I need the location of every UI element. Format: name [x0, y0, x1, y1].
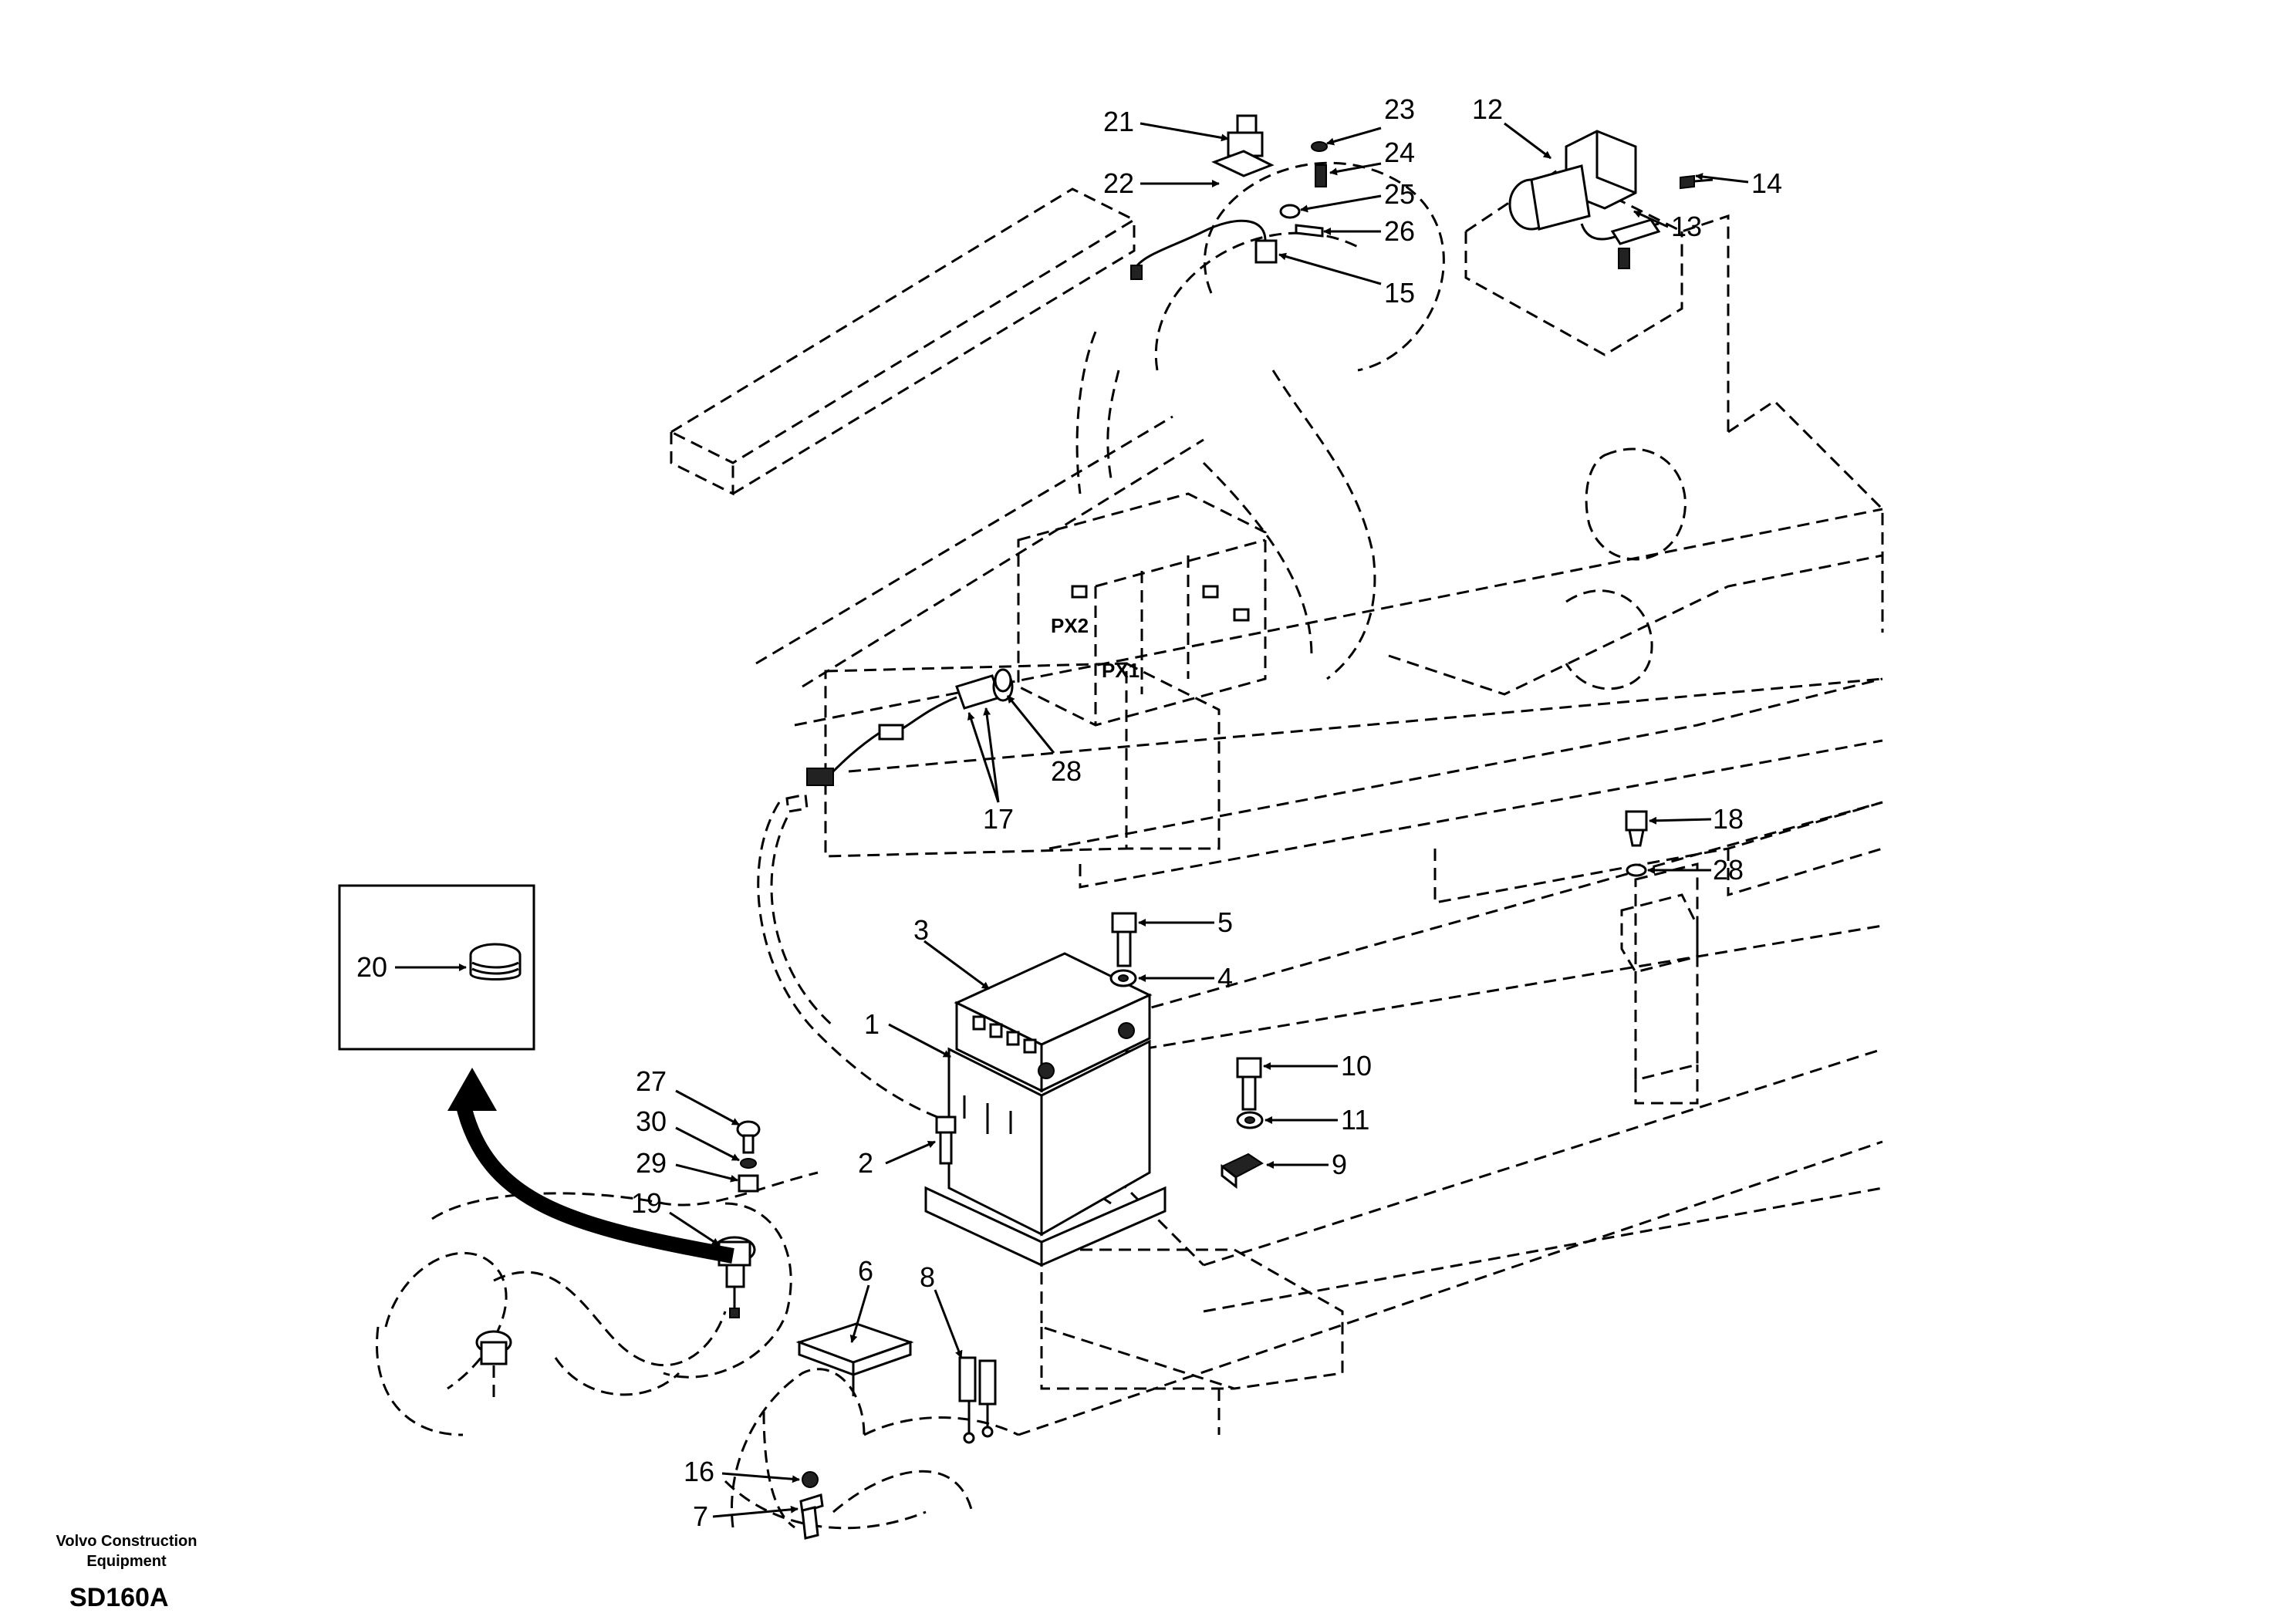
callout-26: 26 — [1384, 215, 1415, 247]
brand-line-1: Volvo Construction — [56, 1533, 198, 1550]
pressure-switch-21 — [1211, 114, 1275, 177]
washer-25 — [1279, 204, 1301, 219]
drawing-code: SD160A — [69, 1583, 169, 1612]
callout-12: 12 — [1472, 93, 1503, 125]
leader-lines — [395, 122, 1749, 1518]
bolt-2 — [935, 1115, 957, 1165]
bolt-10 — [1236, 1057, 1262, 1111]
callout-11: 11 — [1341, 1104, 1369, 1136]
callout-13: 13 — [1671, 211, 1702, 242]
nut-23 — [1311, 141, 1328, 152]
bolt-14 — [1680, 174, 1714, 190]
screw-24 — [1315, 164, 1327, 187]
callout-15: 15 — [1384, 277, 1415, 309]
callout-30: 30 — [636, 1105, 667, 1137]
washer-30 — [740, 1158, 757, 1169]
bolt-7 — [799, 1493, 824, 1540]
spacer-29 — [738, 1174, 759, 1193]
port-label-px2: PX2 — [1051, 614, 1089, 637]
callout-2: 2 — [858, 1147, 873, 1179]
detail-inset — [338, 884, 535, 1051]
screw-27 — [736, 1120, 761, 1154]
o-ring-28-right — [1626, 863, 1647, 877]
callout-10: 10 — [1341, 1050, 1372, 1082]
callout-14: 14 — [1751, 167, 1782, 199]
callout-19: 19 — [631, 1187, 662, 1219]
valve-bracket-right — [1620, 893, 1699, 974]
big-curved-arrow — [447, 1068, 734, 1264]
control-box-3 — [954, 952, 1153, 1093]
callout-29: 29 — [636, 1147, 667, 1179]
callout-20: 20 — [356, 951, 387, 983]
callout-labels: 21 22 23 24 25 26 15 12 13 14 17 28 18 2… — [356, 93, 1782, 1532]
callout-21: 21 — [1103, 106, 1134, 137]
switch-8 — [958, 1356, 997, 1444]
o-ring-28-top — [994, 668, 1012, 693]
connector-13 — [1610, 218, 1661, 269]
callout-16: 16 — [684, 1456, 714, 1487]
washer-11 — [1236, 1111, 1264, 1129]
callout-17: 17 — [983, 803, 1014, 835]
callout-4: 4 — [1217, 962, 1233, 994]
callout-7: 7 — [693, 1500, 708, 1532]
callout-8: 8 — [920, 1261, 935, 1293]
mounting-bracket-1 — [924, 1022, 1167, 1267]
nut-16 — [802, 1471, 819, 1488]
control-valve-block — [1017, 492, 1267, 727]
callout-6: 6 — [858, 1255, 873, 1287]
bolt-26 — [1295, 224, 1324, 238]
callout-1: 1 — [864, 1008, 880, 1040]
callout-28-right: 28 — [1713, 854, 1744, 886]
callout-3: 3 — [913, 914, 929, 946]
callout-27: 27 — [636, 1065, 667, 1097]
callout-24: 24 — [1384, 137, 1415, 168]
callout-9: 9 — [1332, 1149, 1347, 1180]
callout-28-top: 28 — [1051, 755, 1082, 787]
callout-18: 18 — [1713, 803, 1744, 835]
callout-23: 23 — [1384, 93, 1415, 125]
frame-outline — [668, 161, 1884, 1436]
washer-4 — [1109, 969, 1137, 987]
callout-22: 22 — [1103, 167, 1134, 199]
callout-25: 25 — [1384, 178, 1415, 210]
port-label-px1: PX1 — [1102, 659, 1140, 682]
callout-5: 5 — [1217, 906, 1233, 938]
switch-panel-6 — [795, 1322, 914, 1396]
brand-line-2: Equipment — [86, 1553, 167, 1570]
pressure-sensor-15 — [1130, 219, 1278, 280]
pressure-sensor-18 — [1625, 810, 1648, 847]
solenoid-valve-12 — [1508, 130, 1660, 241]
switch-base-left — [475, 1330, 512, 1404]
bolt-5 — [1111, 912, 1137, 967]
footer-brand: Volvo Construction Equipment SD160A — [56, 1533, 198, 1612]
clamp-9 — [1221, 1153, 1264, 1190]
